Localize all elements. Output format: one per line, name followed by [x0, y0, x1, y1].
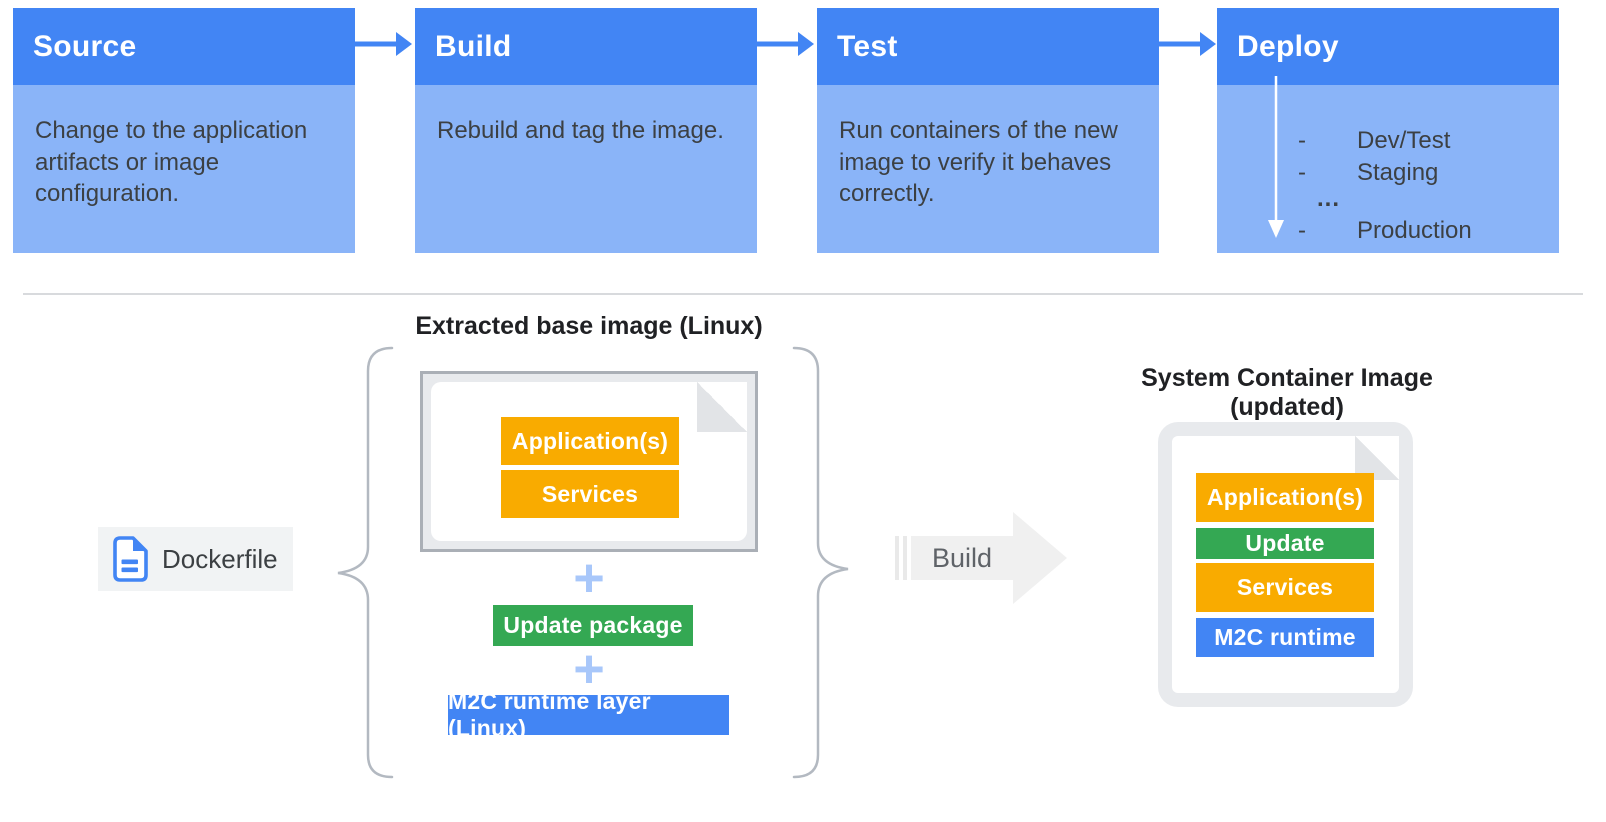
brace-right [792, 346, 849, 779]
dockerfile-chip: Dockerfile [98, 527, 293, 591]
arrow-down-icon [1268, 76, 1284, 238]
result-image-title: System Container Image (updated) [1141, 364, 1433, 421]
arrow-right-icon [756, 32, 814, 56]
deploy-target-row: - Staging [1298, 157, 1438, 189]
layer-applications: Application(s) [501, 417, 679, 465]
step-build: Build Rebuild and tag the image. [415, 8, 757, 253]
dockerfile-label: Dockerfile [162, 543, 278, 574]
document-icon [113, 536, 148, 582]
arrow-right-icon [1158, 32, 1216, 56]
step-source: Source Change to the application artifac… [13, 8, 355, 253]
result-layer-update: Update [1196, 528, 1374, 559]
result-layer-m2c-runtime: M2C runtime [1196, 618, 1374, 657]
base-image-title: Extracted base image (Linux) [415, 312, 763, 340]
result-layer-services: Services [1196, 563, 1374, 612]
layer-m2c-runtime-layer: M2C runtime layer (Linux) [448, 688, 729, 741]
build-arrow-icon [895, 512, 1067, 604]
step-build-header: Build [415, 8, 757, 85]
step-source-header: Source [13, 8, 355, 85]
step-deploy-header: Deploy [1217, 8, 1559, 85]
deploy-target-label: Production [1357, 217, 1472, 244]
arrow-right-icon [354, 32, 412, 56]
build-arrow-label: Build [931, 542, 993, 573]
result-layer-applications: Application(s) [1196, 473, 1374, 522]
step-source-description: Change to the application artifacts or i… [13, 85, 355, 253]
section-divider [23, 293, 1583, 295]
plus-icon: + [573, 548, 605, 608]
plus-icon: + [573, 639, 605, 699]
deploy-dash: - [1298, 159, 1306, 186]
step-source-title: Source [33, 29, 137, 63]
brace-left [337, 346, 394, 779]
deploy-target-label: Staging [1357, 159, 1439, 186]
deploy-dash: - [1298, 127, 1306, 154]
step-deploy: Deploy - Dev/Test - Staging ... - Produc… [1217, 8, 1559, 253]
deploy-target-row: - Dev/Test [1298, 125, 1450, 157]
deploy-target-row: - Production [1298, 215, 1472, 247]
step-build-title: Build [435, 29, 512, 63]
page-fold-icon [1355, 436, 1399, 480]
deploy-dash: - [1298, 217, 1306, 244]
deploy-target-label: Dev/Test [1357, 127, 1451, 154]
deploy-ellipsis: ... [1317, 185, 1341, 212]
step-build-description: Rebuild and tag the image. [415, 85, 757, 253]
page-fold-icon [697, 382, 747, 432]
step-test: Test Run containers of the new image to … [817, 8, 1159, 253]
step-test-title: Test [837, 29, 898, 63]
step-deploy-title: Deploy [1237, 29, 1339, 63]
step-test-description: Run containers of the new image to verif… [817, 85, 1159, 253]
step-test-header: Test [817, 8, 1159, 85]
layer-update-package: Update package [493, 605, 693, 646]
layer-services: Services [501, 470, 679, 518]
